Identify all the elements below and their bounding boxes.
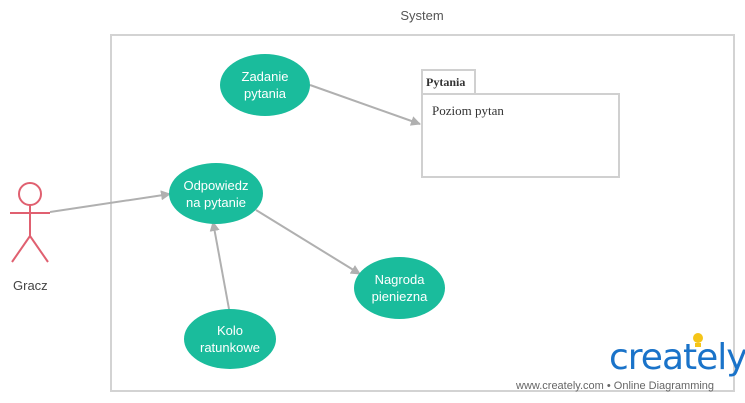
use-case-zadanie-pytania[interactable]: Zadanie pytania — [220, 54, 310, 116]
system-label: System — [400, 8, 444, 23]
creately-logo: creately — [609, 337, 745, 378]
arrow-odpowiedz-nagroda — [255, 209, 361, 275]
package-title[interactable]: Pytania — [421, 69, 476, 93]
association-gracz-odpowiedz — [49, 190, 171, 213]
package-item: Poziom pytan — [432, 103, 504, 118]
arrow-zadanie-pytania — [309, 84, 421, 126]
use-case-nagroda[interactable]: Nagroda pieniezna — [354, 257, 445, 319]
creately-tagline: www.creately.com • Online Diagramming — [516, 380, 715, 392]
use-case-kolo-ratunkowe[interactable]: Kolo ratunkowe — [184, 309, 276, 369]
use-case-odpowiedz[interactable]: Odpowiedz na pytanie — [169, 163, 263, 224]
system-boundary — [110, 34, 735, 392]
actor-label: Gracz — [13, 278, 48, 293]
package-body[interactable] — [421, 93, 620, 178]
arrow-kolo-odpowiedz — [209, 221, 230, 310]
lightbulb-icon — [693, 333, 703, 347]
actor-gracz[interactable] — [10, 182, 50, 263]
